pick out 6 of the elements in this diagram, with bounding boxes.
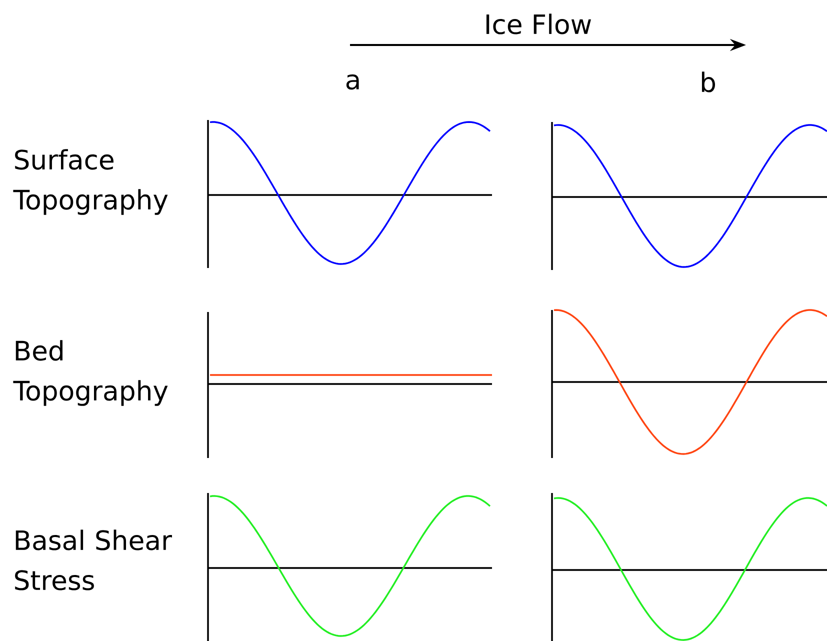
- row-label: Surface Topography: [13, 149, 168, 215]
- row-label: Bed Topography: [13, 340, 168, 406]
- arrow-label: Ice Flow: [486, 14, 591, 34]
- column-label: a: [346, 74, 359, 90]
- row-label: Basal Shear Stress: [15, 530, 172, 590]
- column-label: b: [702, 72, 716, 92]
